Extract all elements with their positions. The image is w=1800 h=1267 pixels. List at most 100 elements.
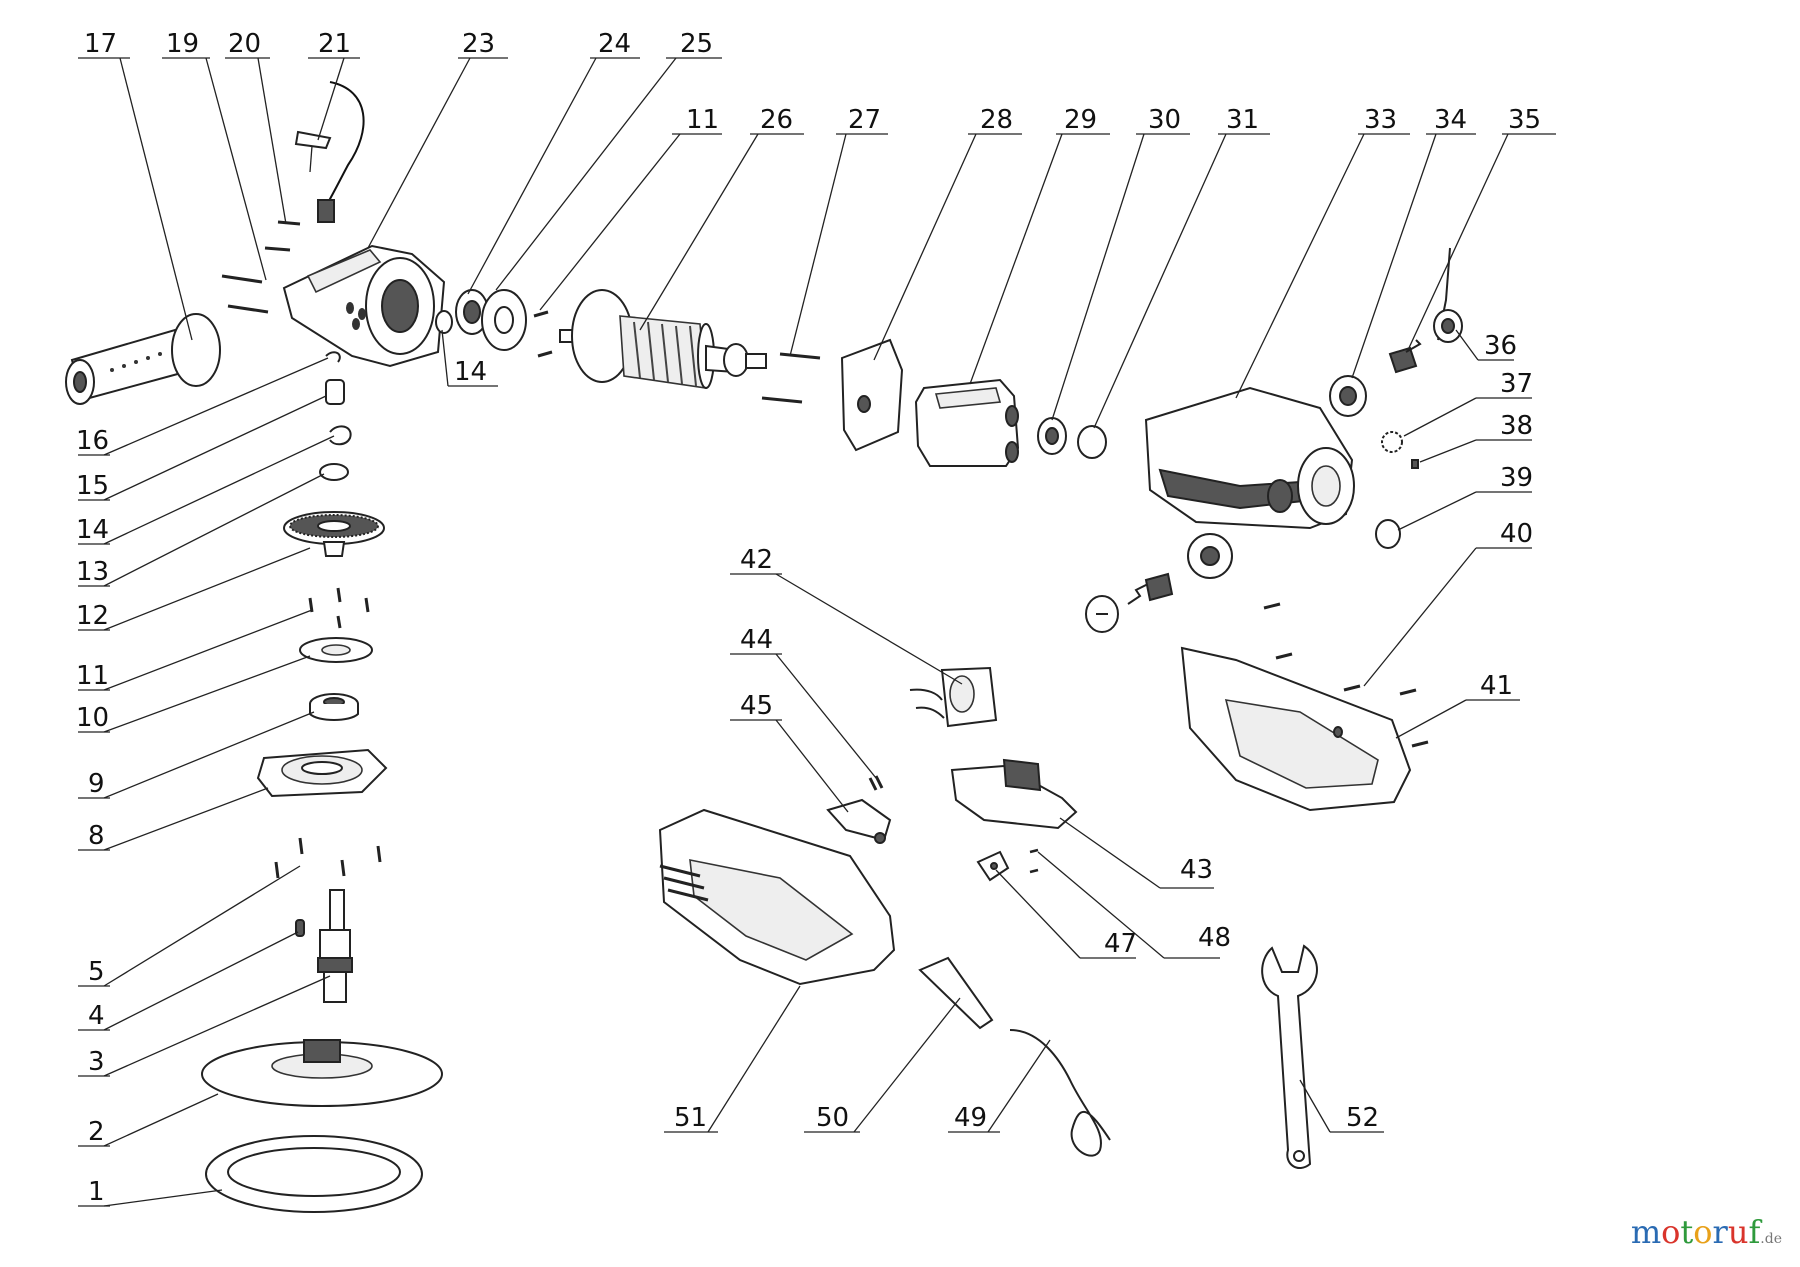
label-24: 24 <box>598 29 631 59</box>
armature-screws <box>533 310 553 358</box>
label-52: 52 <box>1346 1103 1379 1133</box>
bearing-flange-8 <box>256 748 388 798</box>
label-43: 43 <box>1180 855 1213 885</box>
circlip-16 <box>325 351 341 363</box>
label-40: 40 <box>1500 519 1533 549</box>
label-5: 5 <box>88 957 105 987</box>
brush-cap-upper <box>1433 309 1463 343</box>
armature <box>559 289 767 389</box>
label-1: 1 <box>88 1177 105 1207</box>
watermark-letter: t <box>1680 1213 1694 1251</box>
handle-half-left <box>658 808 896 986</box>
label-33: 33 <box>1364 105 1397 135</box>
screws-5 <box>274 837 382 879</box>
label-16: 16 <box>76 426 109 456</box>
label-12: 12 <box>76 601 109 631</box>
label-42: 42 <box>740 545 773 575</box>
label-23: 23 <box>462 29 495 59</box>
side-handle <box>65 313 221 405</box>
label-38: 38 <box>1500 411 1533 441</box>
switch-unit <box>909 666 998 728</box>
circlip-upper <box>435 310 453 334</box>
small-screw-rear <box>1411 459 1419 469</box>
carbon-brush-lower <box>1085 533 1233 633</box>
stator-screws <box>761 352 821 404</box>
screws-set-top <box>221 220 301 314</box>
brush-holder <box>1329 375 1367 417</box>
label-47: 47 <box>1104 929 1137 959</box>
part-drawings <box>65 81 1463 1213</box>
label-3: 3 <box>88 1047 105 1077</box>
spanner-wrench <box>1261 944 1318 1169</box>
label-13: 13 <box>76 557 109 587</box>
watermark-letter: f <box>1748 1213 1761 1251</box>
label-51: 51 <box>674 1103 707 1133</box>
label-11-top: 11 <box>686 105 719 135</box>
watermark-letter: o <box>1661 1213 1681 1251</box>
cable-sleeve <box>918 956 994 1030</box>
watermark-letter: r <box>1712 1213 1728 1251</box>
label-49: 49 <box>954 1103 987 1133</box>
leader-lines <box>78 57 1556 1207</box>
label-26: 26 <box>760 105 793 135</box>
label-11-left: 11 <box>76 661 109 691</box>
label-27: 27 <box>848 105 881 135</box>
label-29: 29 <box>1064 105 1097 135</box>
sleeve-15 <box>325 379 345 405</box>
label-14-upper: 14 <box>454 357 487 387</box>
label-8: 8 <box>88 821 105 851</box>
bearing-sleeve <box>1077 425 1107 459</box>
switch-cable <box>294 81 365 223</box>
trigger-spring <box>868 775 884 791</box>
label-28: 28 <box>980 105 1013 135</box>
switch-carrier <box>950 758 1078 830</box>
label-31: 31 <box>1226 105 1259 135</box>
carbon-brush-upper <box>1388 247 1451 374</box>
bevel-gear <box>283 511 385 557</box>
label-2: 2 <box>88 1117 105 1147</box>
stator <box>914 378 1020 467</box>
watermark-logo: motoruf.de <box>1631 1213 1782 1251</box>
handle-screws <box>1263 602 1429 748</box>
label-36: 36 <box>1484 331 1517 361</box>
watermark-letter: o <box>1693 1213 1713 1251</box>
handle-half-right <box>1180 646 1412 812</box>
label-21: 21 <box>318 29 351 59</box>
watermark-letter: u <box>1727 1213 1749 1251</box>
label-10: 10 <box>76 703 109 733</box>
trigger <box>826 798 892 844</box>
fan-spring <box>1381 431 1403 453</box>
motor-housing <box>1144 386 1355 530</box>
cable-clamp <box>976 850 1010 882</box>
washer-13 <box>319 463 349 481</box>
watermark-tld: .de <box>1760 1231 1782 1247</box>
label-30: 30 <box>1148 105 1181 135</box>
label-17: 17 <box>84 29 117 59</box>
circlip-14 <box>329 425 352 446</box>
spindle-3 <box>317 889 353 1003</box>
label-39: 39 <box>1500 463 1533 493</box>
label-35: 35 <box>1508 105 1541 135</box>
key-4 <box>295 919 305 937</box>
label-44: 44 <box>740 625 773 655</box>
label-50: 50 <box>816 1103 849 1133</box>
polishing-pad-1 <box>205 1135 423 1213</box>
air-baffle <box>840 338 904 452</box>
bearing-9 <box>309 693 359 721</box>
label-14-lower: 14 <box>76 515 109 545</box>
backing-pad-2 <box>201 1039 443 1107</box>
label-15: 15 <box>76 471 109 501</box>
label-4: 4 <box>88 1001 105 1031</box>
watermark-letter: m <box>1630 1213 1662 1251</box>
label-9: 9 <box>88 769 105 799</box>
label-45: 45 <box>740 691 773 721</box>
part-number-labels: 17 19 20 21 23 24 25 11 26 27 28 29 30 3… <box>76 29 1541 1207</box>
gear-housing <box>282 244 446 368</box>
bearing-upper <box>455 289 489 335</box>
clamp-screws <box>1029 848 1039 874</box>
bearing-plate <box>481 289 527 351</box>
label-20: 20 <box>228 29 261 59</box>
label-48: 48 <box>1198 923 1231 953</box>
label-41: 41 <box>1480 671 1513 701</box>
